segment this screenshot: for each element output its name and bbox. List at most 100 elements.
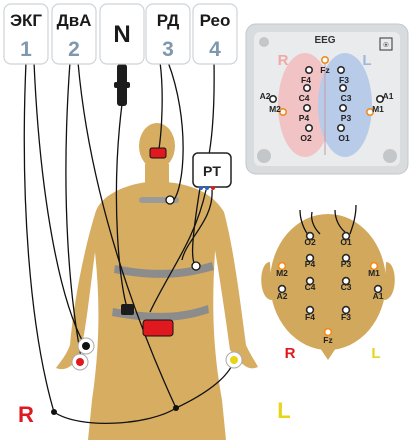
eeg-panel-electrode-c4: [302, 84, 311, 93]
lead-junction: [51, 409, 57, 415]
eeg-panel-electrode-a1: [375, 95, 384, 104]
head-diagram-electrode-a1: [373, 284, 383, 294]
eeg-panel-electrode-p4: [302, 104, 311, 113]
pt-box-label: PT: [203, 163, 221, 179]
leads: [23, 61, 357, 424]
head-diagram-electrode-label: P4: [305, 259, 316, 269]
eeg-panel-electrode-label: C3: [341, 93, 352, 103]
eeg-panel-electrode-o1: [336, 124, 345, 133]
abdomen-sensor-pad: [142, 319, 174, 337]
chest-belt-sensor: [165, 195, 175, 205]
body-head: [139, 123, 175, 169]
body-silhouette: [56, 123, 258, 440]
head-right-label: R: [285, 345, 296, 362]
head-diagram-electrode-fz: [323, 327, 333, 337]
eeg-panel-electrode-f3: [336, 66, 345, 75]
eeg-panel-right-label: R: [278, 52, 289, 69]
eeg-panel-electrode-m2: [278, 108, 287, 117]
eeg-panel-electrode-o2: [304, 124, 313, 133]
eeg-panel-electrode-label: P3: [341, 113, 352, 123]
tab-reo-label: Рео: [200, 11, 231, 30]
head-diagram-electrode-f4: [305, 305, 315, 315]
tab-rd[interactable]: РД 3: [145, 3, 191, 65]
eeg-usb-icon: [379, 37, 393, 51]
head-diagram-electrode-label: C4: [305, 282, 316, 292]
tab-reo[interactable]: Рео 4: [192, 3, 238, 65]
eeg-panel-electrode-label: A2: [260, 91, 271, 101]
tab-neutral-label: N: [113, 21, 130, 48]
head-right-ear: [384, 262, 395, 300]
tab-rd-label: РД: [157, 11, 179, 30]
eeg-panel-electrode-label: F3: [339, 75, 349, 85]
eeg-panel-title: EEG: [314, 35, 335, 46]
eeg-panel-electrode-c3: [338, 84, 347, 93]
eeg-panel-electrode-label: C4: [299, 93, 310, 103]
head-diagram-electrode-o2: [305, 231, 315, 241]
eeg-panel-electrode-label: M1: [372, 104, 384, 114]
tab-ecg-number: 1: [20, 38, 32, 61]
head-diagram-electrode-label: O2: [304, 237, 316, 247]
abdomen-belt-lower: [112, 305, 209, 321]
head-diagram-electrode-label: M1: [368, 268, 380, 278]
eeg-usb-glyph: ⍟: [383, 40, 389, 50]
head-diagram-electrode-c3: [341, 276, 351, 286]
eeg-panel-electrode-label: O2: [300, 133, 312, 143]
head-diagram-electrode-label: A2: [277, 291, 288, 301]
abdomen-belt-sensor: [191, 261, 201, 271]
head-diagram-electrode-m2: [277, 261, 287, 271]
head-diagram-electrode-label: P3: [341, 259, 352, 269]
head-diagram-electrode-f3: [341, 305, 351, 315]
head-diagram-electrode-label: F3: [341, 312, 351, 322]
chest-electrode-pad: [149, 147, 167, 159]
head-diagram-electrode-m1: [369, 261, 379, 271]
tab-dva[interactable]: ДвА 2: [51, 3, 97, 65]
body-right-label: R: [18, 402, 34, 427]
eeg-screw: [383, 149, 397, 163]
head-diagram-electrode-label: M2: [276, 268, 288, 278]
head-diagram-electrode-label: A1: [373, 291, 384, 301]
head-diagram-electrode-p3: [341, 253, 351, 263]
lead-junction: [173, 405, 179, 411]
eeg-panel-left-label: L: [362, 52, 371, 69]
eeg-screw: [257, 149, 271, 163]
eeg-panel-electrode-label: F4: [301, 75, 311, 85]
eeg-panel-electrode-f4: [304, 66, 313, 75]
eeg-panel-electrode-p3: [338, 104, 347, 113]
tab-rd-number: 3: [162, 38, 174, 61]
neutral-clip: [121, 304, 134, 315]
tab-reo-number: 4: [209, 38, 221, 61]
abdomen-belt-upper: [114, 262, 214, 278]
eeg-panel-electrode-a2: [268, 95, 277, 104]
pt-box: PT: [192, 152, 232, 190]
head-left-ear: [261, 262, 272, 300]
head-diagram-electrode-a2: [277, 284, 287, 294]
eeg-screw: [259, 37, 269, 47]
neutral-plug: [114, 64, 130, 106]
head-diagram-electrode-c4: [305, 276, 315, 286]
eeg-panel-electrode-label: P4: [299, 113, 310, 123]
head-diagram-electrode-label: C3: [341, 282, 352, 292]
eeg-panel-electrode-label: A1: [383, 91, 394, 101]
tab-ecg-label: ЭКГ: [10, 11, 42, 30]
head-diagram-electrode-p4: [305, 253, 315, 263]
wrist-electrodes: [71, 337, 243, 371]
head-shape: [270, 214, 386, 350]
head-left-label: L: [371, 345, 380, 362]
eeg-panel-electrode-label: Fz: [320, 65, 329, 75]
eeg-panel-electrode-fz: [320, 55, 329, 64]
connector-tabs: ЭКГ 1 ДвА 2 N РД 3 Рео 4: [3, 3, 238, 65]
tab-neutral[interactable]: N: [99, 3, 145, 65]
head-diagram-electrode-label: Fz: [323, 335, 332, 345]
head-diagram: [261, 214, 395, 360]
head-diagram-electrode-label: O1: [340, 237, 352, 247]
head-diagram-electrode-o1: [341, 231, 351, 241]
eeg-panel-electrode-label: M2: [269, 104, 281, 114]
eeg-panel-electrode-m1: [365, 108, 374, 117]
tab-ecg[interactable]: ЭКГ 1: [3, 3, 49, 65]
eeg-panel-electrode-label: O1: [338, 133, 350, 143]
body-neck: [145, 164, 169, 184]
head-diagram-electrode-label: F4: [305, 312, 315, 322]
